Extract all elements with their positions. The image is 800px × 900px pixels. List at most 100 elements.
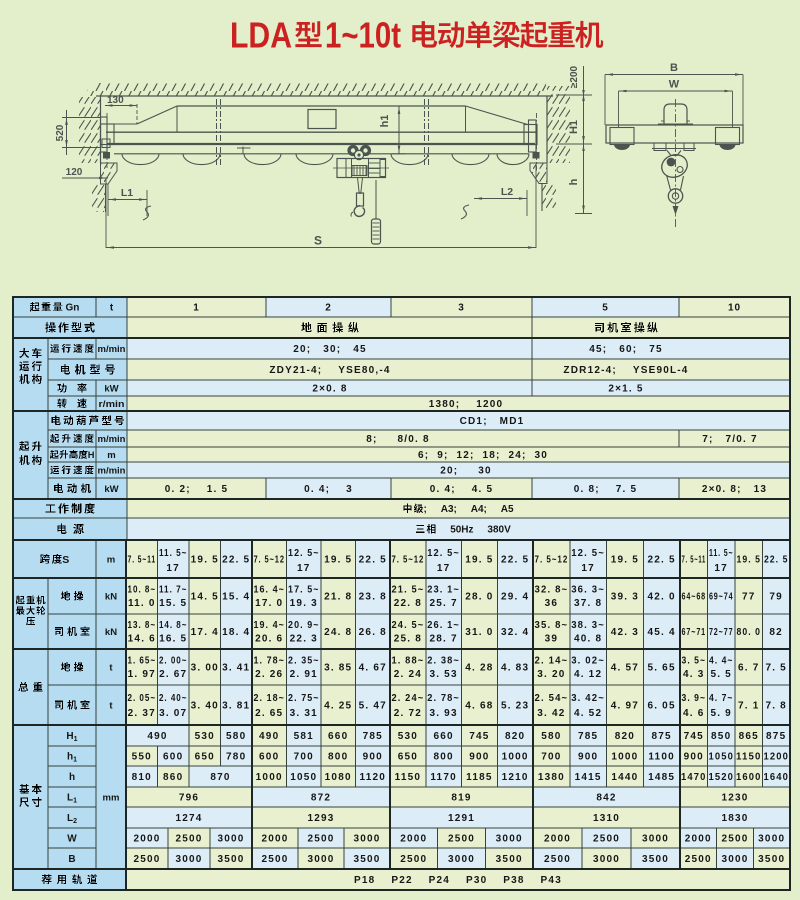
svg-text:1050: 1050 xyxy=(290,772,317,783)
svg-text:3000: 3000 xyxy=(721,854,748,865)
svg-text:24. 5~: 24. 5~ xyxy=(392,620,425,631)
svg-text:1415: 1415 xyxy=(575,772,602,783)
svg-text:1830: 1830 xyxy=(721,813,748,824)
svg-text:m/min: m/min xyxy=(98,344,126,355)
svg-text:5. 23: 5. 23 xyxy=(501,701,529,712)
svg-text:t: t xyxy=(109,662,113,673)
svg-text:2500: 2500 xyxy=(133,854,160,865)
svg-text:1: 1 xyxy=(193,303,200,314)
svg-text:3500: 3500 xyxy=(353,854,380,865)
svg-text:7. 5~12: 7. 5~12 xyxy=(253,555,285,566)
svg-text:3. 42~: 3. 42~ xyxy=(571,693,605,704)
svg-text:kW: kW xyxy=(104,383,118,394)
svg-text:Gn: Gn xyxy=(63,303,80,314)
svg-text:0. 4; 3: 0. 4; 3 xyxy=(304,484,353,495)
svg-text:2. 18~: 2. 18~ xyxy=(253,693,285,704)
svg-text:2. 37: 2. 37 xyxy=(128,708,156,719)
svg-text:900: 900 xyxy=(469,752,489,763)
svg-text:5. 9: 5. 9 xyxy=(710,708,731,719)
svg-text:20. 6: 20. 6 xyxy=(255,633,283,644)
svg-text:15. 4: 15. 4 xyxy=(222,592,250,603)
svg-text:2000: 2000 xyxy=(261,834,288,845)
svg-text:14. 8~: 14. 8~ xyxy=(159,620,188,631)
svg-text:31. 0: 31. 0 xyxy=(465,627,493,638)
svg-text:3500: 3500 xyxy=(642,854,669,865)
svg-text:H1: H1 xyxy=(568,120,580,134)
svg-text:4. 57: 4. 57 xyxy=(611,663,639,674)
svg-text:≥200: ≥200 xyxy=(569,65,580,88)
svg-text:28. 0: 28. 0 xyxy=(465,592,493,603)
svg-text:35. 8~: 35. 8~ xyxy=(535,620,569,631)
svg-text:3000: 3000 xyxy=(642,834,669,845)
svg-text:3. 02~: 3. 02~ xyxy=(571,655,605,666)
svg-text:745: 745 xyxy=(469,731,489,742)
svg-text:17. 4: 17. 4 xyxy=(191,627,219,638)
svg-text:2500: 2500 xyxy=(261,854,288,865)
svg-text:520: 520 xyxy=(55,124,66,141)
svg-text:2500: 2500 xyxy=(307,834,334,845)
svg-text:L2: L2 xyxy=(67,813,77,825)
svg-text:h: h xyxy=(69,772,75,783)
svg-text:580: 580 xyxy=(541,731,561,742)
svg-text:3. 93: 3. 93 xyxy=(429,708,457,719)
svg-text:mm: mm xyxy=(103,792,120,803)
svg-text:4. 7~: 4. 7~ xyxy=(709,693,734,704)
svg-text:19. 5: 19. 5 xyxy=(465,555,493,566)
svg-text:19. 3: 19. 3 xyxy=(290,598,318,609)
svg-text:1050: 1050 xyxy=(708,752,734,763)
svg-text:3000: 3000 xyxy=(175,854,202,865)
svg-text:r/min: r/min xyxy=(99,399,125,410)
svg-text:1000: 1000 xyxy=(611,752,638,763)
svg-text:650: 650 xyxy=(398,752,418,763)
svg-text:0. 4; 4. 5: 0. 4; 4. 5 xyxy=(430,484,493,495)
svg-text:17: 17 xyxy=(714,563,728,574)
svg-text:700: 700 xyxy=(294,752,314,763)
svg-text:7. 5~11: 7. 5~11 xyxy=(682,555,707,566)
svg-text:B: B xyxy=(68,854,75,865)
svg-text:900: 900 xyxy=(684,752,704,763)
svg-text:2500: 2500 xyxy=(593,834,620,845)
svg-text:780: 780 xyxy=(226,752,246,763)
svg-text:19. 5: 19. 5 xyxy=(611,555,639,566)
svg-text:16. 4~: 16. 4~ xyxy=(253,584,285,595)
svg-text:; A3; A4; A5: ; A3; A4; A5 xyxy=(424,504,514,515)
svg-text:3. 41: 3. 41 xyxy=(222,663,250,674)
svg-text:1210: 1210 xyxy=(502,772,529,783)
svg-text:11. 5~: 11. 5~ xyxy=(159,548,188,559)
svg-text:4. 25: 4. 25 xyxy=(324,701,352,712)
svg-text:3500: 3500 xyxy=(758,854,785,865)
svg-text:7. 8: 7. 8 xyxy=(765,701,786,712)
svg-text:865: 865 xyxy=(739,731,759,742)
svg-text:0. 2; 1. 5: 0. 2; 1. 5 xyxy=(165,484,228,495)
svg-text:80. 0: 80. 0 xyxy=(737,627,762,638)
svg-text:t: t xyxy=(109,700,113,711)
svg-text:1. 88~: 1. 88~ xyxy=(392,655,425,666)
svg-text:25. 8: 25. 8 xyxy=(394,633,422,644)
svg-text:19. 5: 19. 5 xyxy=(324,555,352,566)
svg-text:3000: 3000 xyxy=(307,854,334,865)
svg-text:3. 53: 3. 53 xyxy=(429,669,457,680)
svg-text:5: 5 xyxy=(602,303,609,314)
svg-text:38. 3~: 38. 3~ xyxy=(571,620,605,631)
svg-text:1000: 1000 xyxy=(502,752,529,763)
svg-text:11. 0: 11. 0 xyxy=(128,598,156,609)
svg-text:1600: 1600 xyxy=(736,772,762,783)
svg-text:3. 42: 3. 42 xyxy=(537,708,565,719)
svg-text:17: 17 xyxy=(437,563,451,574)
svg-text:796: 796 xyxy=(179,793,199,804)
svg-text:36. 3~: 36. 3~ xyxy=(571,584,605,595)
svg-text:m: m xyxy=(107,450,115,461)
svg-text:L1: L1 xyxy=(121,187,133,199)
svg-text:842: 842 xyxy=(596,793,616,804)
svg-text:15. 5: 15. 5 xyxy=(159,598,187,609)
svg-text:L1: L1 xyxy=(67,793,77,805)
svg-text:4. 52: 4. 52 xyxy=(574,708,602,719)
svg-text:23. 1~: 23. 1~ xyxy=(427,584,460,595)
svg-text:1310: 1310 xyxy=(593,813,620,824)
svg-text:581: 581 xyxy=(294,731,314,742)
svg-text:kN: kN xyxy=(105,591,117,602)
svg-text:26. 8: 26. 8 xyxy=(359,627,387,638)
svg-text:77: 77 xyxy=(742,592,756,603)
svg-text:1. 78~: 1. 78~ xyxy=(253,655,285,666)
svg-text:2500: 2500 xyxy=(400,854,427,865)
